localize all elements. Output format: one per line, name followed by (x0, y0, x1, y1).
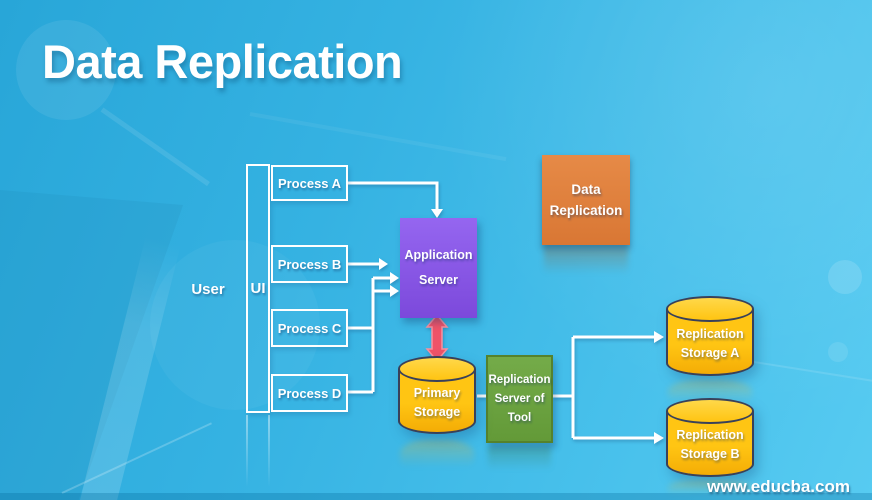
arrowhead-storage-b (654, 432, 664, 444)
sync-double-arrow-icon (425, 313, 449, 363)
ui-label: UI (250, 280, 266, 297)
user-label: User (191, 281, 225, 298)
process-label: Process D (277, 385, 342, 401)
background-light-band (73, 236, 181, 500)
diagonal-line-decoration (734, 358, 872, 384)
diagonal-line-decoration (61, 422, 212, 494)
bokeh-circle-decoration (828, 342, 848, 362)
primary-storage-label: Primary Storage (413, 386, 461, 420)
process-a-connector (348, 181, 439, 209)
replication-server-label: Replication Server of Tool (488, 373, 551, 424)
replication-server-node: Replication Server of Tool (486, 355, 553, 443)
cylinder-top (398, 356, 476, 382)
watermark: www.educba.com (707, 477, 850, 496)
replication-storage-b-label: Replication Storage B (676, 428, 744, 462)
cylinder-top (666, 296, 754, 322)
process-label: Process A (277, 175, 342, 191)
process-b-box: Process B (271, 245, 348, 283)
ui-bracket: UI (246, 164, 270, 413)
application-server-label: Application Server (404, 248, 473, 287)
process-a-box: Process A (271, 165, 348, 201)
reflection (246, 415, 248, 487)
arrowhead-collector-1 (390, 272, 399, 284)
data-replication-node: Data Replication (542, 155, 630, 245)
arrowhead-storage-a (654, 331, 664, 343)
arrowhead-collector-2 (390, 285, 399, 297)
replication-storage-a-label: Replication Storage A (676, 326, 744, 360)
bokeh-circle-decoration (828, 260, 862, 294)
reflection (544, 248, 628, 274)
process-d-box: Process D (271, 374, 348, 412)
arrowhead-process-b (379, 258, 388, 270)
replication-storage-b-cylinder: Replication Storage B (666, 398, 754, 477)
application-server-node: Application Server (400, 218, 477, 318)
replication-storage-a-cylinder: Replication Storage A (666, 296, 754, 376)
process-c-box: Process C (271, 309, 348, 347)
magnifier-handle-decoration (100, 107, 210, 187)
reflection (488, 446, 551, 470)
diagonal-line-decoration (249, 112, 507, 162)
arrowhead-into-app-server-top (431, 209, 443, 218)
process-label: Process C (277, 320, 342, 336)
reflection (268, 415, 270, 487)
reflection (400, 440, 474, 474)
data-replication-label: Data Replication (549, 182, 623, 218)
process-label: Process B (277, 256, 342, 272)
page-title: Data Replication (42, 35, 403, 88)
primary-storage-cylinder: Primary Storage (398, 356, 476, 434)
cylinder-top (666, 398, 754, 424)
